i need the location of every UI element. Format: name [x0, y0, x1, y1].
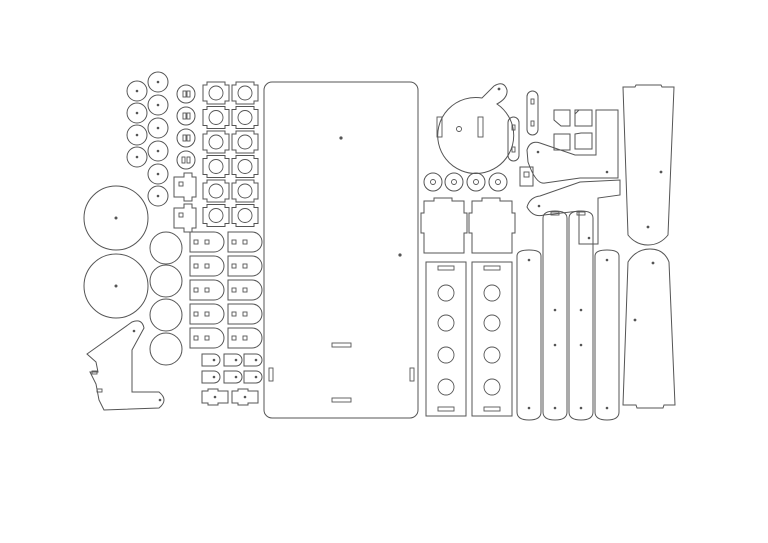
washer	[147, 117, 169, 139]
large-disk	[83, 185, 149, 251]
long-bars	[516, 210, 620, 421]
small-clip	[201, 353, 221, 367]
tapered-paddles	[622, 84, 676, 409]
tiny-parts	[201, 353, 263, 406]
small-washers-left	[126, 71, 169, 207]
servo-mount	[231, 130, 259, 154]
small-clip	[243, 370, 263, 384]
servo-mount-blocks	[202, 81, 259, 227]
medium-disks	[149, 231, 183, 366]
servo-mount	[231, 81, 259, 105]
washer	[126, 146, 148, 168]
washer	[147, 163, 169, 185]
u-clip	[189, 327, 225, 349]
servo-mount	[231, 106, 259, 129]
tall-hole-plates	[425, 261, 513, 417]
u-clip	[227, 327, 263, 349]
small-clip	[223, 370, 243, 384]
l-arm-piece	[86, 320, 165, 411]
servo-mount	[231, 204, 259, 227]
servo-mount	[202, 179, 230, 203]
angled-arms	[526, 109, 621, 245]
washer	[147, 140, 169, 162]
u-clip	[189, 303, 225, 325]
u-clip	[189, 231, 225, 253]
washer	[147, 94, 169, 116]
servo-mount	[231, 179, 259, 203]
small-links	[507, 90, 539, 187]
servo-mount	[231, 155, 259, 178]
small-clip	[223, 353, 243, 367]
round-plate	[436, 83, 515, 174]
washer	[147, 71, 169, 93]
box-pieces	[420, 197, 516, 254]
washer-row	[423, 172, 508, 192]
servo-mount	[202, 155, 230, 178]
u-clip	[227, 255, 263, 277]
u-clip	[189, 279, 225, 301]
washer	[126, 124, 148, 146]
u-clip	[227, 279, 263, 301]
washer	[126, 80, 148, 102]
small-clip	[243, 353, 263, 367]
servo-mount	[202, 81, 230, 105]
slotted-washers	[176, 84, 196, 170]
servo-mount	[202, 106, 230, 129]
base-plate	[263, 81, 419, 419]
large-disks	[83, 185, 149, 319]
small-tab	[201, 388, 229, 406]
servo-mount	[202, 204, 230, 227]
u-clip	[189, 255, 225, 277]
washer	[126, 102, 148, 124]
gripper-fingers	[553, 109, 593, 151]
washer	[147, 185, 169, 207]
u-clip	[227, 231, 263, 253]
servo-mount	[202, 130, 230, 154]
u-clip-pieces	[189, 231, 263, 349]
small-brackets	[173, 172, 197, 233]
u-clip	[227, 303, 263, 325]
small-tab	[231, 388, 259, 406]
large-disk	[83, 253, 149, 319]
small-clip	[201, 370, 221, 384]
